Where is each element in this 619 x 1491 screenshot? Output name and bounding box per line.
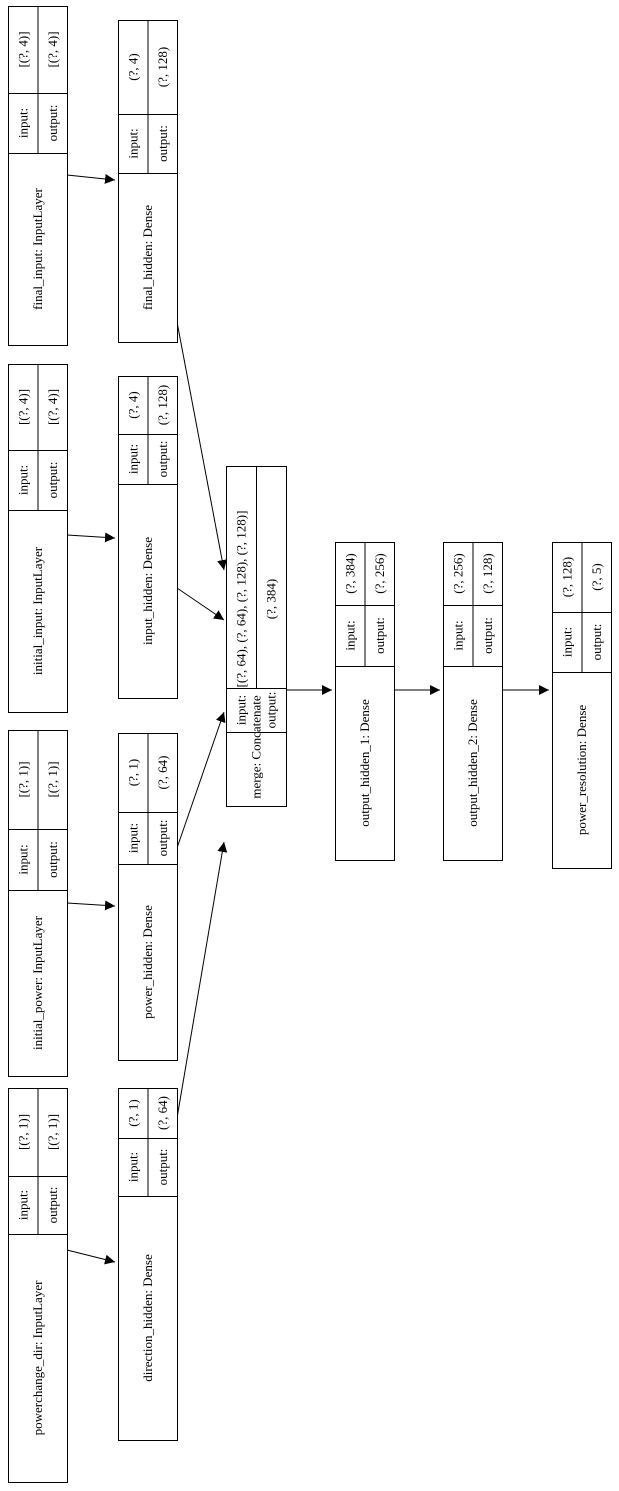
layer-name: final_input: InputLayer [30, 188, 45, 310]
layer-name: initial_power: InputLayer [30, 915, 45, 1050]
output-shape: [(?, 1)] [45, 1114, 60, 1150]
layer-node-power-hidden: power_hidden: Dense input: output: (?, 1) (?… [118, 733, 178, 1061]
input-label: input: [559, 627, 574, 657]
input-shape: [(?, 1)] [15, 761, 30, 797]
output-label: output: [45, 105, 60, 142]
input-shape: [(?, 64), (?, 64), (?, 128), (?, 128)] [234, 511, 249, 688]
edge-powerchange-dir-to-direction-hidden [66, 1249, 116, 1265]
output-shape: (?, 128) [480, 553, 495, 593]
output-label: output: [155, 820, 170, 857]
layer-node-power-resolution: power_resolution: Dense input: output: (?, … [552, 542, 612, 869]
layer-name: merge: Concatenate [249, 695, 264, 799]
output-shape: [(?, 1)] [45, 761, 60, 797]
output-label: output: [155, 1149, 170, 1186]
input-label: input: [15, 844, 30, 874]
layer-name: initial_input: InputLayer [30, 546, 45, 675]
output-shape: (?, 256) [372, 553, 387, 593]
output-shape: [(?, 4)] [45, 31, 60, 67]
input-label: input: [342, 620, 357, 650]
input-label: input: [450, 620, 465, 650]
input-shape: (?, 128) [559, 557, 574, 597]
layer-node-initial-power: initial_power: InputLayer input: output: [(… [8, 730, 68, 1077]
output-label: output: [589, 624, 604, 661]
output-shape: (?, 384) [264, 579, 279, 619]
layer-node-final-hidden: final_hidden: Dense input: output: (?, 4) (?… [118, 20, 178, 343]
input-shape: [(?, 4)] [15, 389, 30, 425]
edge-power-hidden-to-merge [176, 711, 226, 849]
layer-box [443, 542, 503, 861]
output-label: output: [264, 692, 279, 729]
edge-final-input-to-final-hidden [66, 173, 116, 184]
input-label: input: [125, 1152, 140, 1182]
input-shape: (?, 4) [125, 391, 140, 418]
edge-input-hidden-to-merge [176, 587, 225, 621]
output-label: output: [480, 617, 495, 654]
nodes-layer: powerchange_dir: InputLayer input: output:… [8, 6, 612, 1483]
edge-final-hidden-to-merge [176, 321, 228, 571]
output-shape: (?, 128) [155, 385, 170, 425]
output-label: output: [155, 125, 170, 162]
output-shape: (?, 64) [155, 1096, 170, 1130]
input-shape: (?, 384) [342, 553, 357, 593]
output-label: output: [45, 1187, 60, 1224]
layer-node-direction-hidden: direction_hidden: Dense input: output: (?, … [118, 1088, 178, 1441]
edge-initial-power-to-power-hidden [66, 900, 116, 911]
layer-box [8, 6, 68, 346]
input-label: input: [125, 444, 140, 474]
edges-layer [66, 173, 549, 1265]
output-shape: (?, 64) [155, 756, 170, 790]
layer-node-output-hidden-1: output_hidden_1: Dense input: output: (?, 3… [335, 542, 395, 861]
layer-name: powerchange_dir: InputLayer [30, 1280, 45, 1436]
edge-direction-hidden-to-merge [176, 841, 228, 1119]
input-shape: (?, 256) [450, 553, 465, 593]
layer-name: power_resolution: Dense [574, 705, 589, 836]
layer-node-input-hidden: input_hidden: Dense input: output: (?, 4) (?… [118, 376, 178, 699]
layer-name: output_hidden_1: Dense [357, 699, 372, 827]
output-label: output: [372, 617, 387, 654]
input-shape: (?, 1) [125, 1099, 140, 1126]
layer-node-powerchange-dir: powerchange_dir: InputLayer input: output:… [8, 1088, 68, 1483]
input-shape: (?, 1) [125, 759, 140, 786]
output-shape: (?, 128) [155, 47, 170, 87]
output-label: output: [45, 462, 60, 499]
input-shape: [(?, 4)] [15, 31, 30, 67]
output-shape: [(?, 4)] [45, 389, 60, 425]
input-label: input: [125, 823, 140, 853]
layer-name: input_hidden: Dense [140, 537, 155, 645]
layer-node-final-input: final_input: InputLayer input: output: [(?,… [8, 6, 68, 346]
layer-name: direction_hidden: Dense [140, 1254, 155, 1382]
output-shape: (?, 5) [589, 563, 604, 590]
input-label: input: [15, 1190, 30, 1220]
input-shape: (?, 4) [125, 53, 140, 80]
input-label: input: [15, 465, 30, 495]
output-label: output: [155, 441, 170, 478]
input-label: input: [234, 695, 249, 725]
input-label: input: [15, 108, 30, 138]
layer-node-output-hidden-2: output_hidden_2: Dense input: output: (?, 2… [443, 542, 503, 861]
layer-name: power_hidden: Dense [140, 905, 155, 1019]
edge-initial-input-to-input-hidden [66, 532, 116, 543]
output-label: output: [45, 841, 60, 878]
layer-name: final_hidden: Dense [140, 205, 155, 310]
layer-name: output_hidden_2: Dense [465, 699, 480, 827]
input-label: input: [125, 128, 140, 158]
layer-node-initial-input: initial_input: InputLayer input: output: [(… [8, 364, 68, 713]
input-shape: [(?, 1)] [15, 1114, 30, 1150]
